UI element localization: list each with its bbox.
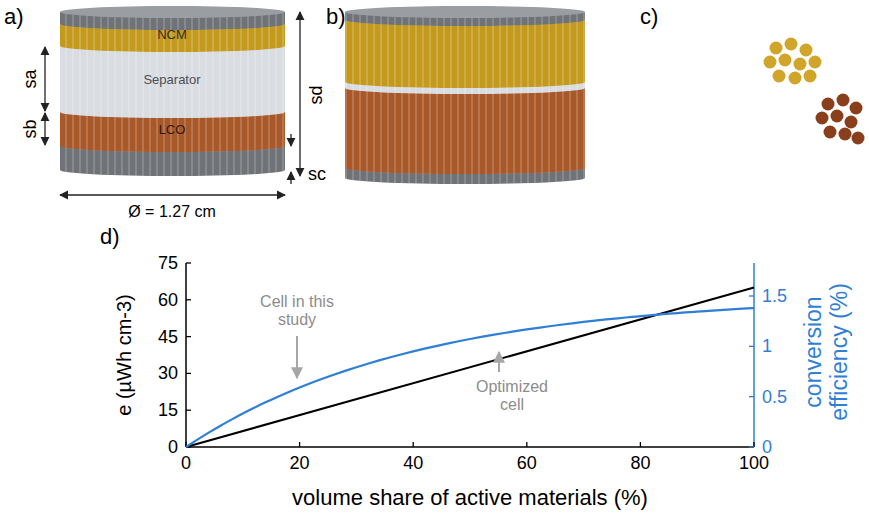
- ncm-layer: [345, 20, 585, 88]
- tick-label: 0: [181, 453, 191, 474]
- dimension-label: sd: [306, 85, 327, 104]
- dimension-label: sa: [20, 69, 41, 88]
- tick-label: 0.5: [762, 386, 787, 407]
- axis-title: conversion efficiency (%): [800, 262, 853, 442]
- tick: [186, 410, 191, 411]
- ncm-particle: [764, 56, 777, 69]
- tick: [640, 442, 641, 447]
- dimension-arrow: [299, 12, 300, 176]
- x-axis: [186, 446, 754, 448]
- current-collector-top: [345, 6, 585, 18]
- ncm-particle: [789, 72, 802, 85]
- tick: [526, 442, 527, 447]
- ncm-particle: [770, 42, 783, 55]
- y2-axis: [753, 263, 755, 447]
- dimension-label: Ø = 1.27 cm: [128, 203, 216, 221]
- tick: [749, 446, 754, 447]
- tick: [413, 442, 414, 447]
- lco-particle: [852, 132, 865, 145]
- annotation: Cell in this study: [250, 293, 345, 330]
- layer-label: Separator: [143, 73, 200, 87]
- tick: [749, 396, 754, 397]
- efficiency-curve: [186, 308, 754, 447]
- ncm-particle: [809, 56, 822, 69]
- tick: [753, 442, 754, 447]
- tick: [749, 346, 754, 347]
- panel-label: d): [100, 224, 120, 249]
- layer-label: LCO: [159, 123, 186, 137]
- tick: [186, 262, 191, 263]
- lco-particle: [822, 98, 835, 111]
- dimension-arrow: [60, 194, 285, 195]
- texture: [345, 20, 585, 88]
- tick: [299, 442, 300, 447]
- tick-label: 40: [403, 453, 423, 474]
- tick-label: 1.5: [762, 286, 787, 307]
- dimension-label: sb: [20, 119, 41, 138]
- layer-label: NCM: [157, 28, 187, 42]
- current-collector-top: [60, 6, 285, 18]
- dimension-arrow: [44, 47, 45, 111]
- tick-label: 30: [158, 363, 178, 384]
- layer-band: LCO: [153, 121, 192, 140]
- tick-label: 60: [517, 453, 537, 474]
- lco-particle: [824, 126, 837, 139]
- panel-label: c): [640, 4, 658, 29]
- layer-band: Separator: [137, 71, 207, 90]
- y-axis: [185, 263, 187, 447]
- lco-layer: [345, 88, 585, 174]
- dimension-arrow: [290, 134, 291, 146]
- lco-particle: [850, 102, 863, 115]
- tick-label: 15: [158, 400, 178, 421]
- tick-label: 1: [762, 336, 772, 357]
- tick-label: 75: [158, 253, 178, 274]
- panel-label: b): [326, 4, 346, 29]
- lco-particle: [837, 94, 850, 107]
- axis-title: e (µWh cm-3): [113, 294, 136, 416]
- tick-label: 100: [739, 453, 769, 474]
- ncm-particle: [779, 54, 792, 67]
- axis-title: volume share of active materials (%): [292, 485, 648, 510]
- pointer-arrow: [296, 336, 298, 378]
- dimension-arrow: [44, 113, 45, 145]
- separator-layer: [60, 46, 285, 118]
- lco-particle: [845, 116, 858, 129]
- tick-label: 60: [158, 289, 178, 310]
- dimension-label: sc: [308, 164, 326, 185]
- lco-particle: [816, 112, 829, 125]
- energy-line: [186, 288, 754, 447]
- panel-label: a): [4, 4, 24, 29]
- ncm-particle: [785, 38, 798, 51]
- dimension-arrow: [290, 172, 291, 184]
- tick-label: 45: [158, 326, 178, 347]
- tick-label: 0: [168, 437, 178, 458]
- tick: [186, 336, 191, 337]
- ncm-particle: [800, 44, 813, 57]
- texture: [60, 46, 285, 118]
- layer-band: NCM: [151, 26, 193, 45]
- lco-particle: [839, 128, 852, 141]
- tick: [186, 373, 191, 374]
- tick: [749, 295, 754, 296]
- tick-label: 20: [290, 453, 310, 474]
- texture: [345, 88, 585, 174]
- ncm-particle: [773, 70, 786, 83]
- ncm-particle: [804, 70, 817, 83]
- tick: [186, 299, 191, 300]
- tick-label: 80: [630, 453, 650, 474]
- lco-particle: [831, 110, 844, 123]
- pointer-arrow: [498, 352, 500, 372]
- ncm-particle: [794, 58, 807, 71]
- annotation: Optimized cell: [462, 378, 562, 415]
